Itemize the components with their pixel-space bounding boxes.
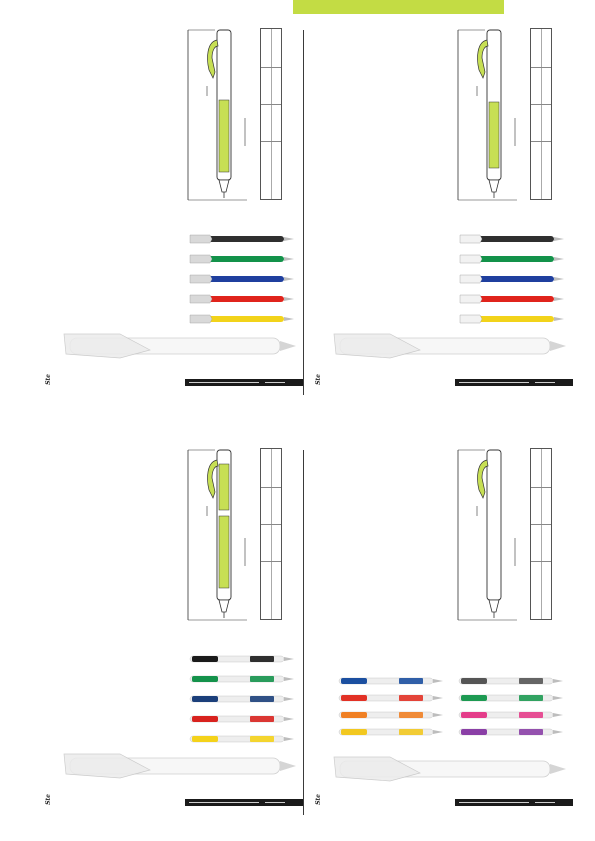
- pen-tip: [218, 599, 230, 613]
- product-panel-3: Ste: [45, 448, 315, 833]
- pen-variant: [459, 234, 564, 244]
- pen-tip: [488, 179, 500, 193]
- panel-footer-bar: [185, 799, 303, 806]
- pen-variant: [338, 711, 443, 719]
- pen-variant: [458, 711, 563, 719]
- spec-table-row: [261, 67, 281, 68]
- brand-logo-text: Ste: [45, 794, 52, 805]
- spec-table: [530, 28, 552, 200]
- product-panel-2: Ste: [315, 28, 585, 413]
- pen-outline: [486, 449, 502, 601]
- pen-variant: [189, 254, 294, 264]
- barrel-print-area: [218, 515, 230, 589]
- pen-variant: [189, 234, 294, 244]
- spec-table-divider: [541, 29, 542, 199]
- clip-print-area: [477, 459, 489, 499]
- spec-table-row: [261, 104, 281, 105]
- pen-variant: [189, 294, 294, 304]
- pen-tip: [218, 179, 230, 193]
- footer-rule: [189, 382, 259, 383]
- spec-table-row: [531, 561, 551, 562]
- spec-table-row: [261, 487, 281, 488]
- pen-hero-image: [63, 753, 296, 779]
- footer-rule: [459, 802, 529, 803]
- spec-table-divider: [271, 449, 272, 619]
- vertical-divider-bottom: [303, 450, 304, 815]
- pen-variant: [338, 728, 443, 736]
- pen-hero-image: [333, 333, 566, 359]
- footer-rule: [535, 382, 555, 383]
- pen-variant: [458, 677, 563, 685]
- pen-variant: [459, 314, 564, 324]
- pen-variant: [189, 735, 294, 743]
- barrel-print-area: [218, 463, 230, 511]
- brand-logo-text: Ste: [45, 374, 52, 385]
- clip-print-area: [477, 39, 489, 79]
- spec-table-divider: [271, 29, 272, 199]
- pen-variant: [459, 254, 564, 264]
- pen-variant: [189, 274, 294, 284]
- clip-print-area: [207, 459, 219, 499]
- pen-variant: [189, 695, 294, 703]
- spec-table-row: [531, 141, 551, 142]
- pen-variant: [338, 694, 443, 702]
- brand-logo-text: Ste: [315, 374, 322, 385]
- footer-rule: [535, 802, 555, 803]
- spec-table-divider: [541, 449, 542, 619]
- panel-footer-bar: [185, 379, 303, 386]
- spec-table-row: [531, 104, 551, 105]
- spec-table-row: [531, 67, 551, 68]
- barrel-print-area: [218, 99, 230, 173]
- technical-drawing: [455, 448, 535, 632]
- pen-variant: [459, 274, 564, 284]
- header-accent-bar: [293, 0, 504, 14]
- pen-hero-image: [333, 756, 566, 782]
- spec-table-row: [261, 561, 281, 562]
- pen-variant: [189, 715, 294, 723]
- technical-drawing: [185, 28, 265, 212]
- spec-table-row: [261, 141, 281, 142]
- spec-table-row: [531, 487, 551, 488]
- brand-logo: Ste: [315, 794, 325, 810]
- pen-variant: [189, 314, 294, 324]
- panel-footer-bar: [455, 799, 573, 806]
- footer-rule: [459, 382, 529, 383]
- spec-table-row: [531, 524, 551, 525]
- brand-logo: Ste: [45, 794, 55, 810]
- footer-rule: [265, 382, 285, 383]
- pen-variant: [338, 677, 443, 685]
- brand-logo: Ste: [315, 374, 325, 390]
- footer-rule: [189, 802, 259, 803]
- technical-drawing: [455, 28, 535, 212]
- pen-variant: [458, 728, 563, 736]
- clip-print-area: [207, 39, 219, 79]
- product-panel-4: Ste: [315, 448, 585, 833]
- pen-variant: [458, 694, 563, 702]
- spec-table: [260, 28, 282, 200]
- pen-variant: [189, 655, 294, 663]
- spec-table: [260, 448, 282, 620]
- barrel-print-area: [488, 101, 500, 169]
- spec-table: [530, 448, 552, 620]
- pen-hero-image: [63, 333, 296, 359]
- footer-rule: [265, 802, 285, 803]
- pen-tip: [488, 599, 500, 613]
- vertical-divider-top: [303, 30, 304, 395]
- product-panel-1: Ste: [45, 28, 315, 413]
- pen-variant: [189, 675, 294, 683]
- spec-table-row: [261, 524, 281, 525]
- pen-variant: [459, 294, 564, 304]
- panel-footer-bar: [455, 379, 573, 386]
- brand-logo: Ste: [45, 374, 55, 390]
- technical-drawing: [185, 448, 265, 632]
- brand-logo-text: Ste: [315, 794, 322, 805]
